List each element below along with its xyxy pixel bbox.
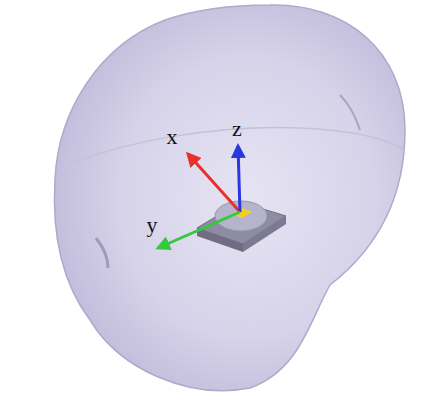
lobe-ridge: [58, 128, 404, 170]
z-axis-arrow: [238, 146, 240, 212]
axis-label: x: [167, 126, 178, 148]
lobe-crease: [96, 238, 108, 268]
x-axis-arrow: [188, 154, 240, 212]
chip-side: [197, 228, 243, 252]
axis-label: z: [232, 118, 242, 140]
lobe-crease: [340, 95, 360, 130]
y-axis-arrow: [158, 212, 240, 248]
axis-label: y: [147, 214, 158, 236]
pattern-lobe: [54, 5, 405, 391]
